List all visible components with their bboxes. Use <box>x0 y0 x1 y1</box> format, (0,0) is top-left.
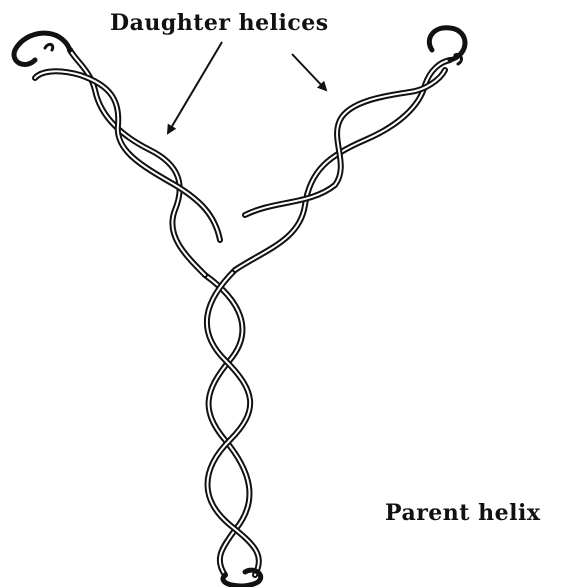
daughter-helices-label: Daughter helices <box>110 10 329 36</box>
parent-helix-label: Parent helix <box>385 500 540 526</box>
left-daughter-helix <box>14 33 220 275</box>
label-arrows <box>168 42 326 133</box>
left-daughter-strand-b <box>35 71 220 240</box>
arrow-to-right-daughter <box>292 54 326 90</box>
parent-helix <box>205 270 261 586</box>
right-daughter-helix <box>235 28 465 270</box>
parent-end-curl <box>223 570 261 586</box>
left-end-curl <box>14 33 70 64</box>
arrow-to-left-daughter <box>168 42 222 133</box>
